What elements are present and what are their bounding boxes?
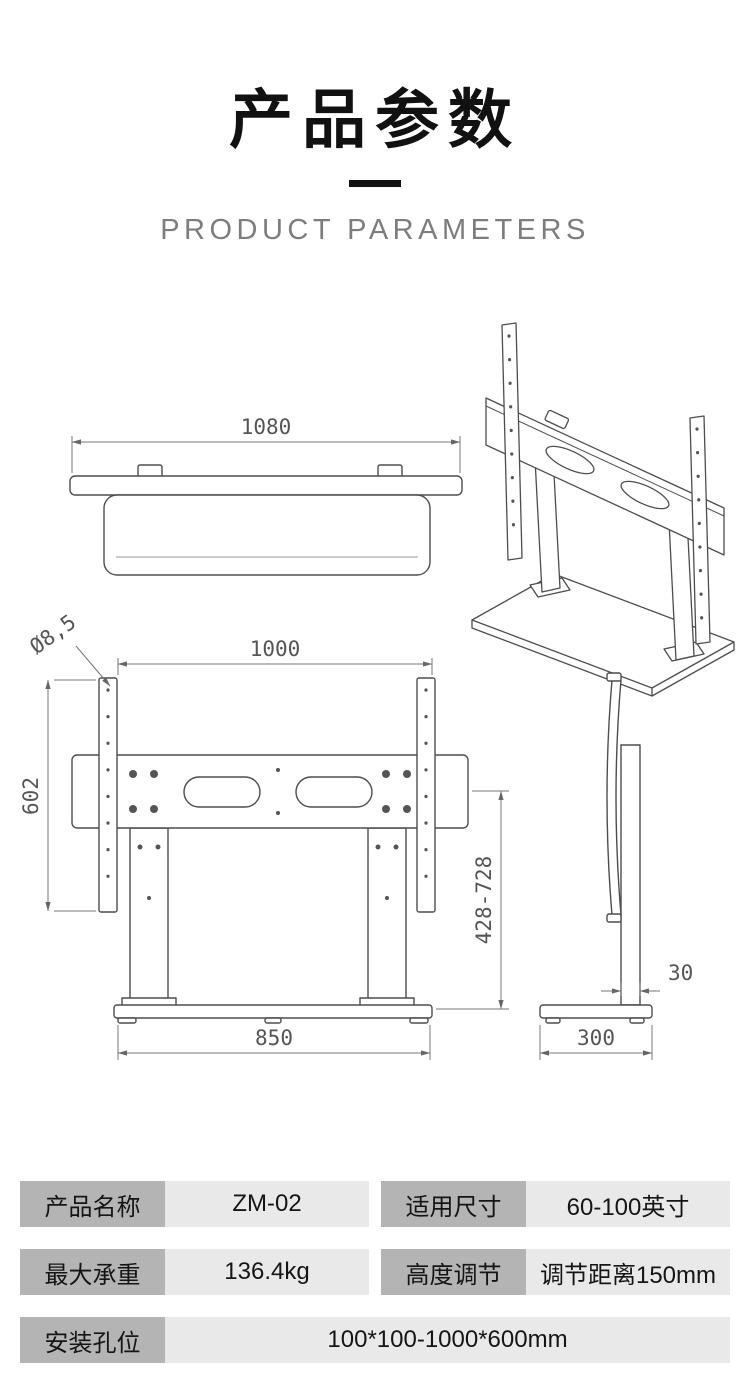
spec-row-1: 产品名称 ZM-02 适用尺寸 60-100英寸	[20, 1181, 730, 1227]
spec-label-applicable-size: 适用尺寸	[381, 1181, 526, 1227]
spec-label-height-adjust: 高度调节	[381, 1249, 526, 1295]
spec-table: 产品名称 ZM-02 适用尺寸 60-100英寸 最大承重 136.4kg 高度…	[20, 1181, 730, 1363]
side-base	[539, 1004, 653, 1019]
front-foot-left	[117, 1017, 137, 1024]
side-plate-bottom-hook	[606, 913, 622, 923]
spec-row-3: 安装孔位 100*100-1000*600mm	[20, 1317, 730, 1363]
spec-value-applicable-size: 60-100英寸	[526, 1181, 730, 1227]
front-base-width-label: 850	[255, 1026, 293, 1050]
side-dimensions	[539, 982, 660, 1060]
iso-oval-cutout-left	[545, 445, 595, 475]
spec-gap	[369, 1181, 381, 1227]
top-width-label: 1080	[241, 415, 292, 439]
page-header: 产品参数 PRODUCT PARAMETERS	[0, 0, 750, 247]
side-base-depth-label: 300	[577, 1026, 615, 1050]
front-right-column	[367, 827, 407, 1006]
front-dimensions	[45, 645, 509, 1060]
front-base	[113, 1004, 433, 1019]
side-view-drawing: 30 300	[539, 672, 693, 1060]
side-foot-right	[629, 1017, 645, 1024]
iso-crossbar	[485, 397, 725, 556]
side-vesa-plate	[606, 679, 622, 916]
iso-top-clip	[544, 409, 570, 430]
spec-label-product-name: 产品名称	[20, 1181, 165, 1227]
front-foot-center	[264, 1017, 282, 1024]
spec-label-mounting-holes: 安装孔位	[20, 1317, 165, 1363]
side-foot-left	[545, 1017, 561, 1024]
page-title: 产品参数	[229, 84, 521, 156]
spec-gap	[369, 1249, 381, 1295]
front-foot-right	[409, 1017, 429, 1024]
front-mount-holes	[129, 768, 411, 900]
top-view-crossbar	[69, 475, 463, 496]
spec-label-max-load: 最大承重	[20, 1249, 165, 1295]
front-height-label: 602	[19, 777, 43, 815]
front-oval-cutout-left	[183, 776, 261, 808]
side-plate-top-hook	[606, 672, 622, 682]
front-crossbar	[71, 754, 469, 829]
title-divider	[349, 180, 401, 187]
top-view-drawing: 1080	[69, 415, 463, 576]
spec-value-mounting-holes: 100*100-1000*600mm	[165, 1317, 730, 1363]
front-hole-diameter-label: Ø8,5	[25, 610, 80, 659]
page-subtitle: PRODUCT PARAMETERS	[160, 214, 590, 246]
iso-right-vesa-strip	[689, 415, 711, 645]
drawing-canvas: 1080	[19, 322, 735, 1060]
isometric-view-drawing	[471, 322, 735, 697]
top-view-base-plate	[103, 494, 431, 576]
top-width-dimension	[71, 436, 461, 473]
spec-value-product-name: ZM-02	[165, 1181, 369, 1227]
side-column-depth-label: 30	[668, 961, 693, 985]
spec-value-max-load: 136.4kg	[165, 1249, 369, 1295]
spec-value-height-adjust: 调节距离150mm	[526, 1249, 730, 1295]
front-oval-cutout-right	[295, 776, 373, 808]
iso-oval-cutout-right	[620, 480, 670, 510]
iso-left-vesa-strip	[501, 322, 523, 561]
front-width-label: 1000	[250, 637, 301, 661]
spec-row-2: 最大承重 136.4kg 高度调节 调节距离150mm	[20, 1249, 730, 1295]
front-left-column	[129, 827, 169, 1006]
front-view-drawing: 1000 Ø8,5 602 428-728 850	[19, 610, 509, 1060]
technical-drawings: 1080	[0, 290, 750, 1170]
front-rail-holes	[106, 688, 428, 904]
front-height-adjust-label: 428-728	[472, 856, 496, 945]
side-column	[620, 744, 641, 1006]
